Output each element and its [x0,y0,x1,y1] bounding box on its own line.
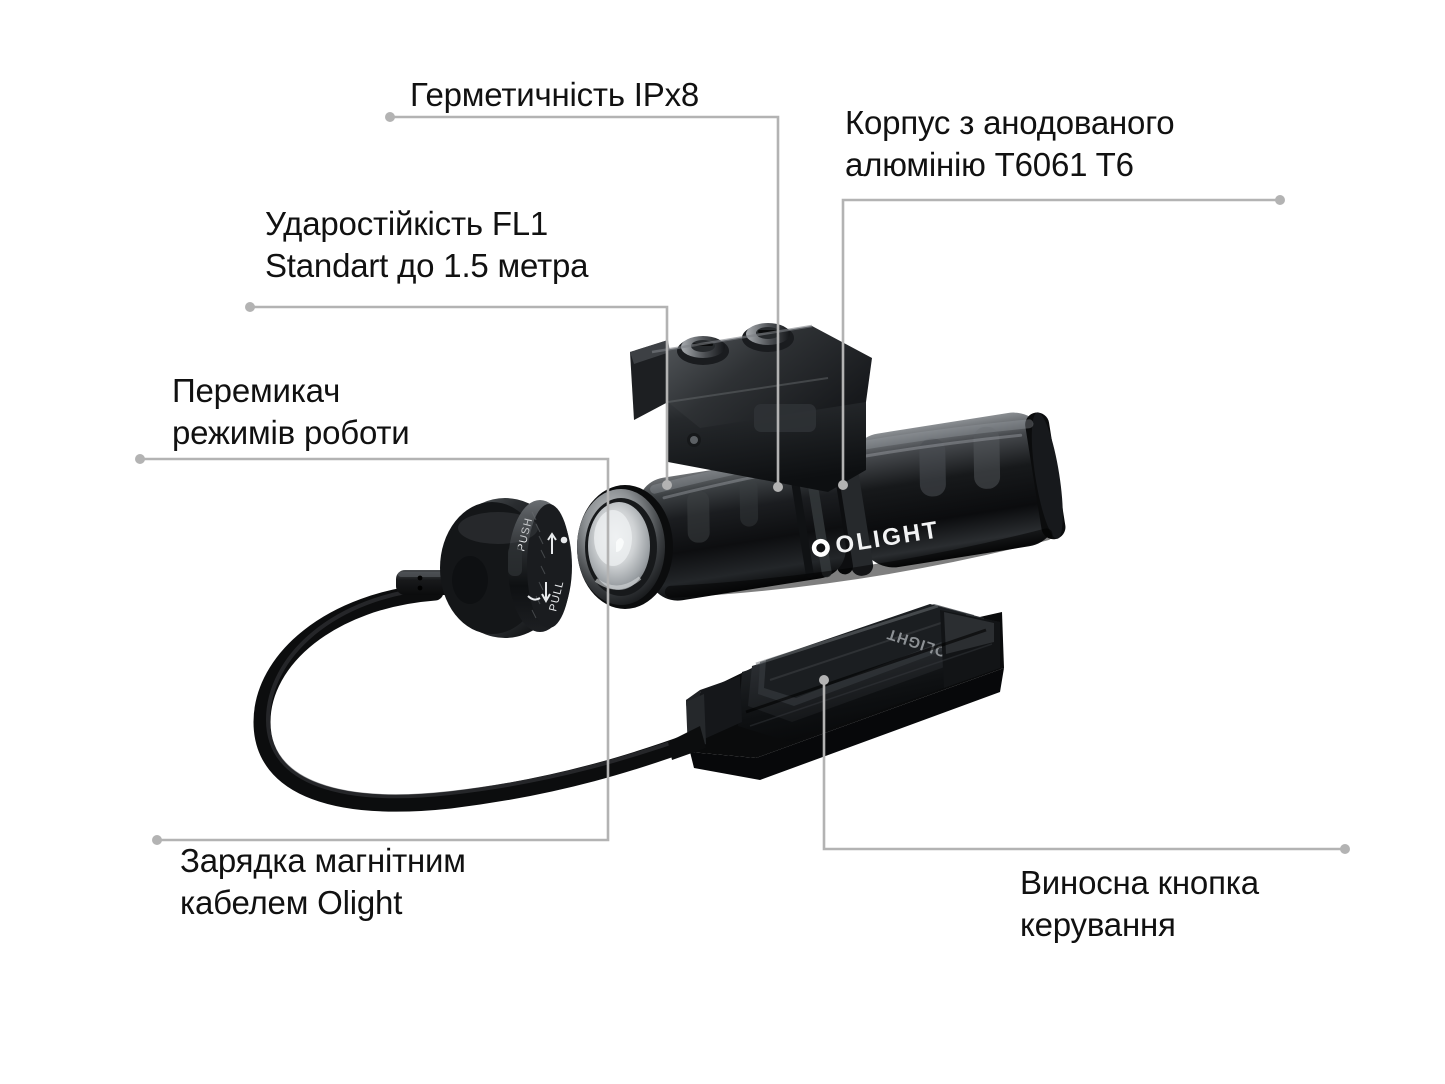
callout-label-housing: Корпус з анодованого алюмінію T6061 T6 [845,104,1175,184]
callout-label-ipx8: Герметичність IPx8 [410,76,700,113]
rail-mount [630,323,872,492]
callout-label-magnetic-charging: Зарядка магнітним кабелем Olight [180,842,466,922]
tailcap-mode-switch: PUSH PULL [440,498,572,638]
rail-thumbscrew-2 [742,323,794,352]
remote-pressure-switch: OLIGHT [668,604,1004,780]
callout-label-impact-resistance: Ударостійкість FL1 Standart до 1.5 метра [265,205,589,285]
flashlight-lens-bezel [577,485,673,609]
callout-label-mode-switch: Перемикач режимів роботи [172,372,410,452]
callout-label-remote-switch: Виносна кнопка керування [1020,864,1259,944]
